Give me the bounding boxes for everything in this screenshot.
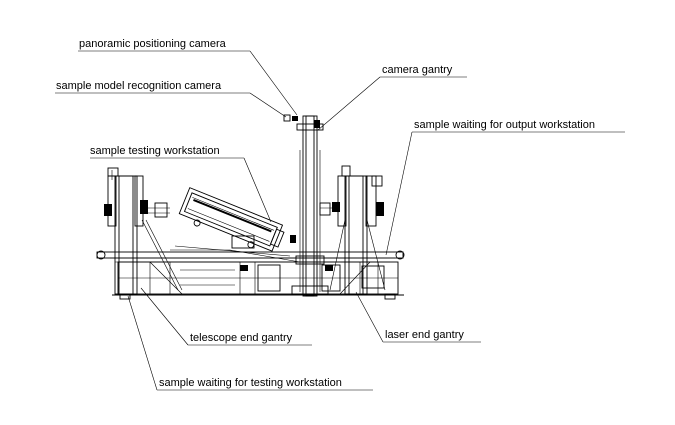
label-telescope-end-gantry: telescope end gantry xyxy=(190,332,293,344)
label-sample-testing-workstation: sample testing workstation xyxy=(90,145,220,157)
telescope-end-gantry-drawing xyxy=(104,167,183,295)
label-panoramic-positioning-camera: panoramic positioning camera xyxy=(79,38,226,50)
leader-lines xyxy=(55,50,625,391)
base-conveyor xyxy=(96,250,405,300)
label-sample-waiting-for-output-workstation: sample waiting for output workstation xyxy=(414,119,595,131)
label-laser-end-gantry: laser end gantry xyxy=(385,329,464,341)
workstation-support xyxy=(170,235,301,263)
camera-gantry-drawing xyxy=(283,114,329,297)
label-sample-waiting-for-testing-workstation: sample waiting for testing workstation xyxy=(159,377,342,389)
label-camera-gantry: camera gantry xyxy=(382,64,453,76)
laser-end-gantry-drawing xyxy=(319,165,386,295)
testing-workstation-drawing xyxy=(178,187,285,252)
label-sample-model-recognition-camera: sample model recognition camera xyxy=(56,80,222,92)
